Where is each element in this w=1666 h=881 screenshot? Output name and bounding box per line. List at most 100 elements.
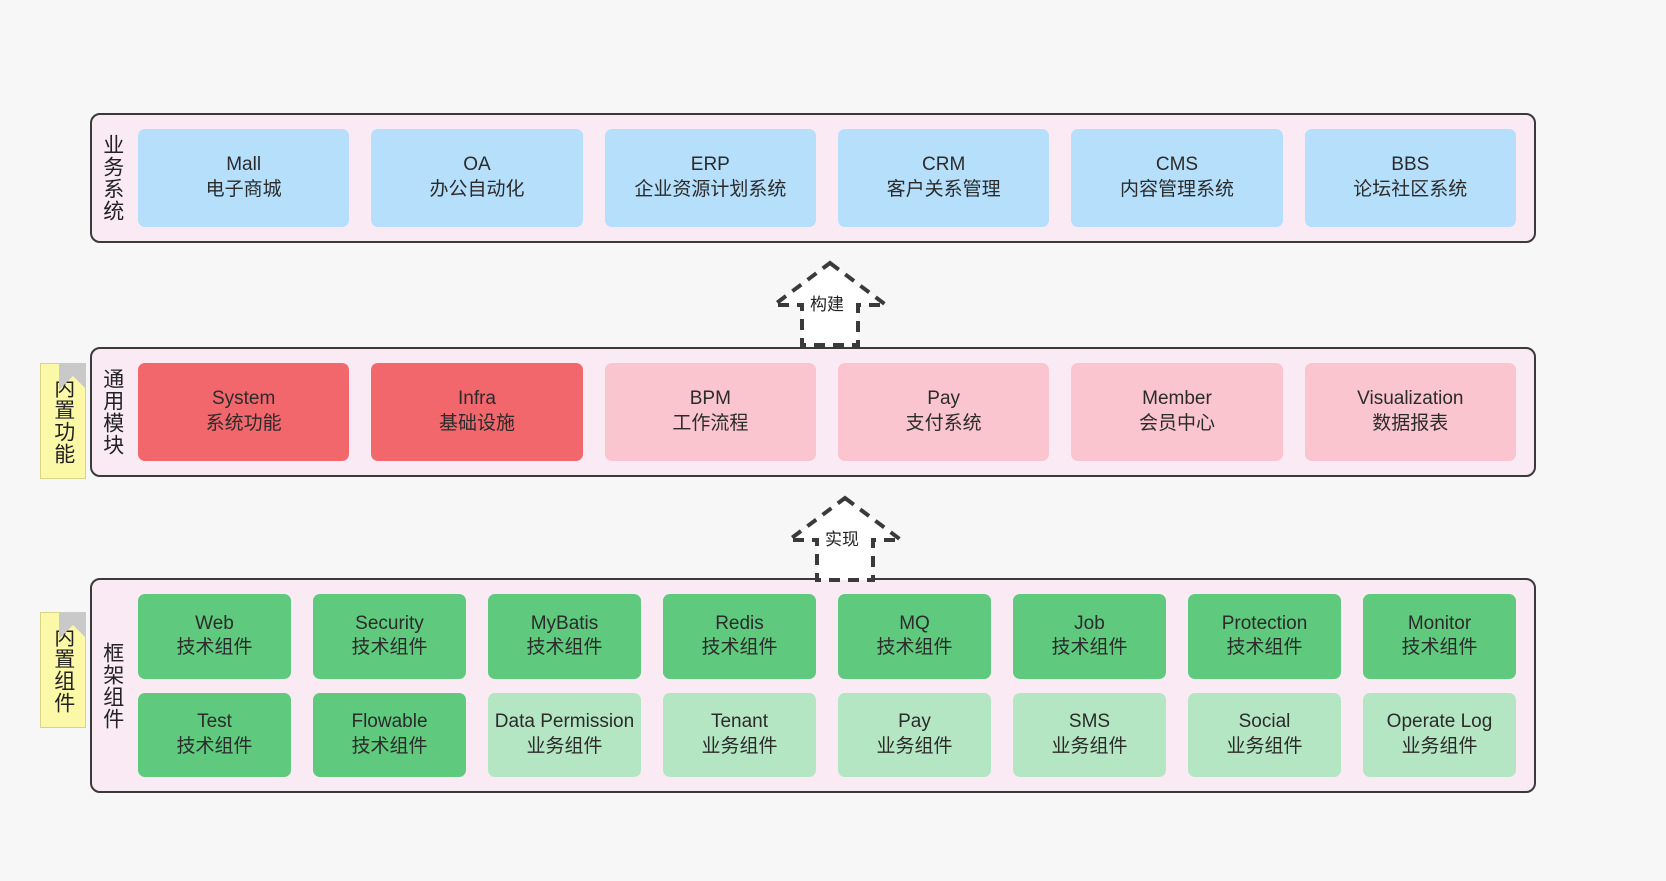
arrow-build xyxy=(750,255,910,350)
card-title-cn: 会员中心 xyxy=(1138,413,1215,434)
card-pay-module[interactable]: Pay 支付系统 xyxy=(837,363,1050,461)
card-title-en: CMS xyxy=(1155,154,1199,176)
card-erp[interactable]: ERP 企业资源计划系统 xyxy=(604,129,816,227)
card-title-cn: 技术组件 xyxy=(701,637,778,659)
card-title-en: ERP xyxy=(690,154,730,176)
card-title-cn: 技术组件 xyxy=(876,637,953,659)
layer-body-business-systems: Mall 电子商城 OA 办公自动化 ERP 企业资源计划系统 CRM 客户关系… xyxy=(132,115,1534,241)
sticky-fold-icon xyxy=(60,612,86,638)
card-title-cn: 技术组件 xyxy=(351,735,428,757)
card-title-cn: 基础设施 xyxy=(438,413,515,434)
card-data-permission[interactable]: Data Permission 业务组件 xyxy=(488,692,641,777)
card-title-en: Member xyxy=(1142,388,1212,410)
card-security[interactable]: Security 技术组件 xyxy=(313,594,466,679)
card-title-en: Infra xyxy=(457,388,496,410)
card-title-cn: 系统功能 xyxy=(205,413,282,434)
card-row: Web 技术组件 Security 技术组件 MyBatis 技术组件 Redi… xyxy=(138,594,1516,679)
card-title-en: CRM xyxy=(922,154,966,176)
layer-framework-components: 框架组件 Web 技术组件 Security 技术组件 MyBatis 技术组件… xyxy=(90,578,1536,793)
card-system[interactable]: System 系统功能 xyxy=(138,363,350,461)
card-row: Test 技术组件 Flowable 技术组件 Data Permission … xyxy=(138,692,1516,777)
card-tenant[interactable]: Tenant 业务组件 xyxy=(663,692,816,777)
card-title-cn: 业务组件 xyxy=(1401,735,1478,757)
layer-body-framework-components: Web 技术组件 Security 技术组件 MyBatis 技术组件 Redi… xyxy=(132,580,1534,791)
card-title-en: Redis xyxy=(715,612,764,634)
card-row: Mall 电子商城 OA 办公自动化 ERP 企业资源计划系统 CRM 客户关系… xyxy=(138,129,1516,227)
card-title-cn: 数据报表 xyxy=(1372,413,1449,434)
card-title-cn: 电子商城 xyxy=(205,179,282,200)
card-bpm[interactable]: BPM 工作流程 xyxy=(604,363,816,461)
card-crm[interactable]: CRM 客户关系管理 xyxy=(837,129,1050,227)
card-flowable[interactable]: Flowable 技术组件 xyxy=(313,692,466,777)
layer-title-framework-components: 框架组件 xyxy=(100,641,124,730)
card-title-en: MyBatis xyxy=(530,612,599,634)
card-title-en: Test xyxy=(197,711,232,733)
card-operate-log[interactable]: Operate Log 业务组件 xyxy=(1363,692,1516,777)
sticky-note-label: 内置功能 xyxy=(51,377,75,465)
card-title-cn: 工作流程 xyxy=(672,413,749,434)
card-title-en: Pay xyxy=(898,711,931,733)
card-member[interactable]: Member 会员中心 xyxy=(1071,363,1283,461)
card-title-cn: 办公自动化 xyxy=(429,179,525,200)
card-title-cn: 技术组件 xyxy=(1401,637,1478,659)
card-title-cn: 技术组件 xyxy=(351,637,428,659)
card-title-cn: 论坛社区系统 xyxy=(1353,179,1468,200)
card-title-cn: 业务组件 xyxy=(701,735,778,757)
card-title-en: Mall xyxy=(226,154,262,176)
card-title-en: Protection xyxy=(1221,612,1308,634)
layer-title-common-modules: 通用模块 xyxy=(100,368,124,456)
card-title-cn: 业务组件 xyxy=(526,735,603,757)
card-title-cn: 技术组件 xyxy=(176,637,253,659)
card-bbs[interactable]: BBS 论坛社区系统 xyxy=(1304,129,1516,227)
card-title-cn: 业务组件 xyxy=(876,735,953,757)
card-title-en: Job xyxy=(1074,612,1105,634)
card-job[interactable]: Job 技术组件 xyxy=(1013,594,1166,679)
card-pay-component[interactable]: Pay 业务组件 xyxy=(838,692,991,777)
card-sms[interactable]: SMS 业务组件 xyxy=(1013,692,1166,777)
card-title-en: OA xyxy=(463,154,491,176)
card-title-en: Monitor xyxy=(1407,612,1472,634)
card-mall[interactable]: Mall 电子商城 xyxy=(138,129,350,227)
card-title-en: Flowable xyxy=(351,711,428,733)
sticky-note-builtin-components: 内置组件 xyxy=(40,612,86,728)
arrow-implement xyxy=(765,490,925,585)
card-title-cn: 客户关系管理 xyxy=(886,179,1001,200)
card-title-cn: 企业资源计划系统 xyxy=(634,179,787,200)
card-title-en: System xyxy=(211,388,276,410)
card-web[interactable]: Web 技术组件 xyxy=(138,594,291,679)
card-title-en: Pay xyxy=(927,388,961,410)
arrow-implement-label: 实现 xyxy=(825,530,859,549)
card-title-en: Tenant xyxy=(710,711,769,733)
card-mq[interactable]: MQ 技术组件 xyxy=(838,594,991,679)
sticky-fold-icon xyxy=(60,363,86,389)
card-title-en: Security xyxy=(355,612,424,634)
card-title-en: Web xyxy=(195,612,234,634)
card-title-en: Social xyxy=(1238,711,1291,733)
layer-title-business-systems: 业务系统 xyxy=(100,134,124,222)
card-title-en: BBS xyxy=(1391,154,1430,176)
card-infra[interactable]: Infra 基础设施 xyxy=(371,363,583,461)
card-title-cn: 技术组件 xyxy=(1051,637,1128,659)
card-monitor[interactable]: Monitor 技术组件 xyxy=(1363,594,1516,679)
card-visualization[interactable]: Visualization 数据报表 xyxy=(1304,363,1516,461)
arrow-build-label: 构建 xyxy=(810,295,844,314)
card-protection[interactable]: Protection 技术组件 xyxy=(1188,594,1341,679)
card-cms[interactable]: CMS 内容管理系统 xyxy=(1071,129,1283,227)
card-title-cn: 技术组件 xyxy=(176,735,253,757)
sticky-note-label: 内置组件 xyxy=(51,626,75,714)
card-redis[interactable]: Redis 技术组件 xyxy=(663,594,816,679)
card-mybatis[interactable]: MyBatis 技术组件 xyxy=(488,594,641,679)
card-oa[interactable]: OA 办公自动化 xyxy=(371,129,583,227)
card-test[interactable]: Test 技术组件 xyxy=(138,692,291,777)
card-title-en: Visualization xyxy=(1357,388,1464,410)
sticky-note-builtin-features: 内置功能 xyxy=(40,363,86,479)
card-row: System 系统功能 Infra 基础设施 BPM 工作流程 Pay 支付系统… xyxy=(138,363,1516,461)
card-title-en: SMS xyxy=(1068,711,1111,733)
card-title-en: Operate Log xyxy=(1386,711,1493,733)
card-title-cn: 支付系统 xyxy=(905,413,982,434)
card-title-cn: 技术组件 xyxy=(526,637,603,659)
card-title-en: MQ xyxy=(899,612,930,634)
layer-body-common-modules: System 系统功能 Infra 基础设施 BPM 工作流程 Pay 支付系统… xyxy=(132,349,1534,475)
card-social[interactable]: Social 业务组件 xyxy=(1188,692,1341,777)
